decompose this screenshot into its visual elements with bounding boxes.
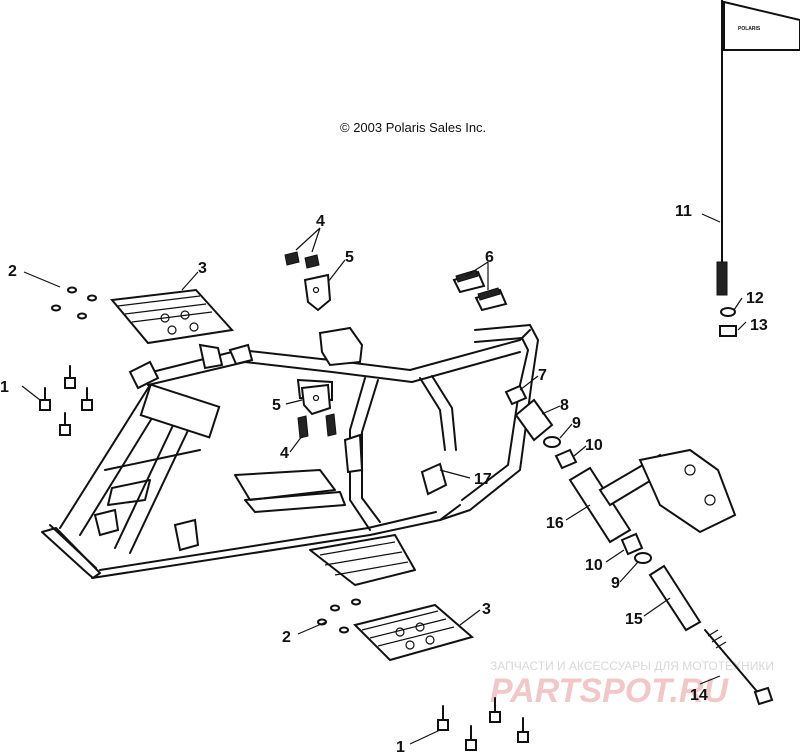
callout-13: 13	[750, 317, 768, 334]
callout-1-bottom: 1	[396, 739, 405, 755]
callout-10-top: 10	[585, 437, 603, 454]
bracket-mid-part-5	[300, 383, 332, 416]
flag-label: POLARIS	[738, 26, 761, 32]
steering-post-part-16	[568, 448, 737, 544]
bearing-top-part-10	[554, 448, 578, 470]
callout-7: 7	[538, 367, 547, 384]
callout-9-top: 9	[572, 415, 581, 432]
footrest-plate-top-part-3	[110, 288, 234, 345]
callout-2-bottom: 2	[282, 629, 291, 646]
screws-mid-part-4	[297, 413, 337, 439]
callout-15: 15	[625, 611, 643, 628]
bolts-left-part-1	[39, 365, 93, 436]
callout-12: 12	[746, 290, 764, 307]
caps-part-6	[452, 269, 508, 312]
main-frame-part-17	[41, 324, 539, 586]
callout-14: 14	[690, 687, 708, 704]
washer-top-part-9	[543, 436, 561, 448]
callout-9-bottom: 9	[611, 575, 620, 592]
callout-4-mid: 4	[280, 445, 289, 462]
callout-17: 17	[474, 471, 492, 488]
bushing-part-8	[514, 398, 554, 442]
washers-bottom-part-2	[317, 598, 361, 634]
callout-5-mid: 5	[272, 397, 281, 414]
tube-part-15	[648, 564, 702, 632]
copyright-text: © 2003 Polaris Sales Inc.	[340, 120, 486, 135]
callout-16: 16	[546, 515, 564, 532]
callout-3-top: 3	[198, 260, 207, 277]
footrest-plate-bottom-part-3	[353, 603, 475, 662]
bracket-top-part-5	[303, 273, 332, 312]
callout-4-top: 4	[316, 213, 325, 230]
callout-1-left: 1	[0, 379, 9, 396]
callout-11: 11	[675, 203, 692, 220]
callout-5-top: 5	[345, 249, 354, 266]
whip-flag-part-11: POLARIS	[716, 0, 800, 296]
callout-8: 8	[560, 397, 569, 414]
washer-bottom-part-9	[634, 552, 652, 564]
watermark-logo: PARTSPOT.RU	[490, 672, 729, 710]
bearing-bottom-part-10	[620, 532, 644, 556]
washers-top-part-2	[51, 286, 97, 320]
callout-10-bottom: 10	[585, 557, 603, 574]
nut-part-7	[504, 384, 528, 406]
callout-3-bottom: 3	[482, 601, 491, 618]
bolt-part-14	[704, 629, 774, 706]
nut-part-13	[719, 325, 737, 337]
callout-2-top: 2	[8, 263, 17, 280]
bolts-bottom-part-1	[437, 697, 529, 751]
leader-lines	[21, 213, 747, 745]
washer-part-12	[720, 307, 736, 317]
screws-top-part-4	[284, 251, 320, 269]
watermark-caption: ЗАПЧАСТИ И АКСЕССУАРЫ ДЛЯ МОТОТЕХНИКИ	[490, 659, 774, 673]
callout-6: 6	[485, 249, 494, 266]
